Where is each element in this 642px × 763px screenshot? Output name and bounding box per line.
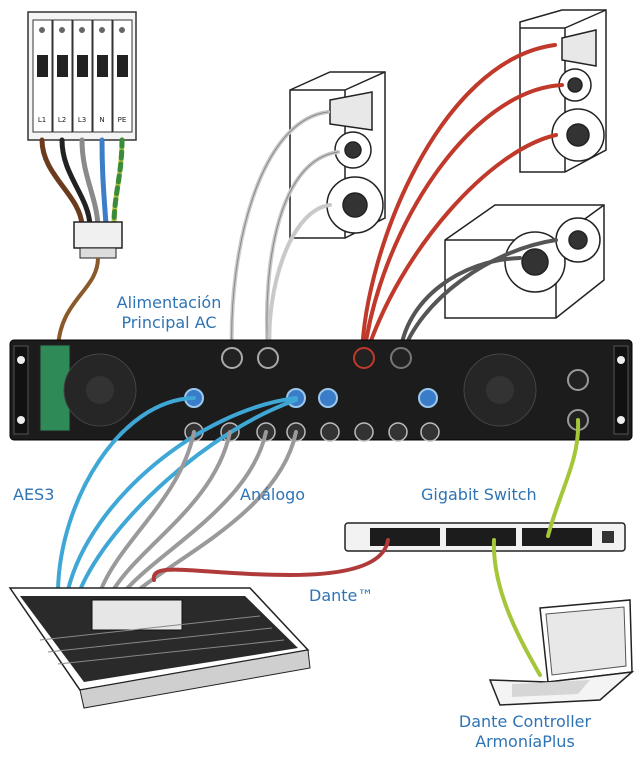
amplifier-rack-unit (9, 339, 633, 442)
circuit-breaker-panel: L1 L2 L3 N PE (27, 11, 137, 141)
network-cables (491, 418, 581, 677)
speaker-cabinet-2 (519, 9, 607, 173)
controller-label-line1: Dante Controller (458, 712, 592, 731)
speaker-cabinet-1 (289, 71, 386, 239)
breaker-modules (32, 19, 133, 133)
gigabit-switch-label: Gigabit Switch (421, 485, 537, 504)
network-ports (567, 369, 589, 431)
aes3-label: AES3 (13, 485, 55, 504)
breaker-label-pe: PE (118, 116, 127, 124)
breaker-label-l3: L3 (78, 116, 86, 124)
breaker-label-n: N (99, 116, 104, 124)
breaker-label-l2: L2 (58, 116, 66, 124)
speaker-output-connectors (221, 347, 412, 369)
ac-power-label-line2: Principal AC (121, 313, 217, 332)
breaker-label-l1: L1 (38, 116, 46, 124)
controller-label-line2: ArmoníaPlus (475, 732, 575, 751)
mains-wires (39, 137, 125, 228)
dante-cable (151, 538, 390, 582)
analog-label: Análogo (240, 485, 306, 504)
ac-power-label-line1: Alimentación (116, 293, 222, 312)
power-cable (56, 257, 100, 349)
dante-label: Dante™ (309, 586, 374, 605)
laptop (488, 599, 635, 706)
speaker-cables (229, 43, 564, 357)
aes3-cables (56, 396, 298, 592)
analog-input-connectors (184, 422, 440, 442)
power-connector (73, 221, 123, 259)
mixing-console (8, 587, 311, 709)
subwoofer-cabinet (444, 204, 605, 319)
